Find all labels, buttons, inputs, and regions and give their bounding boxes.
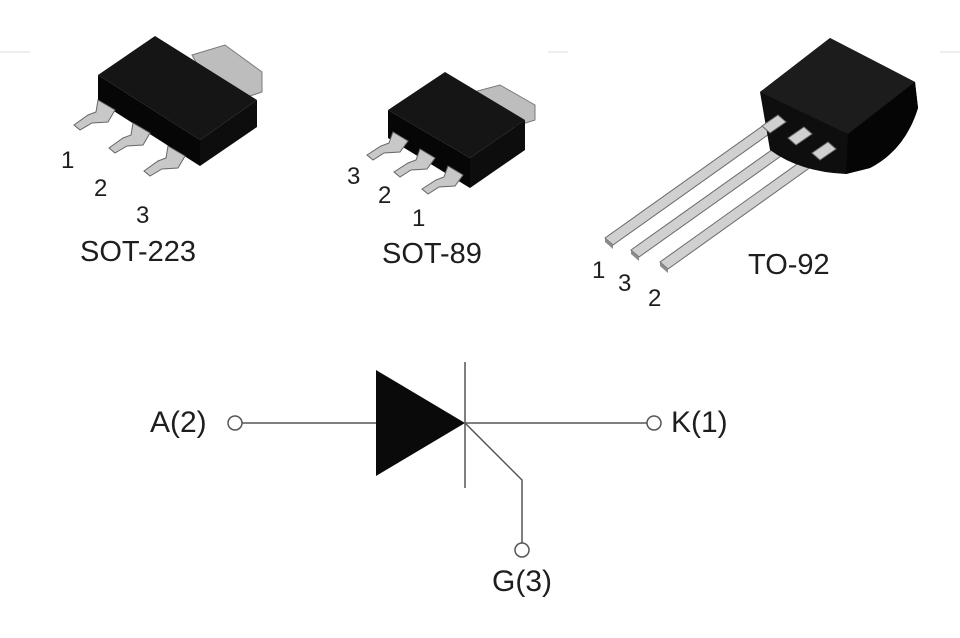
sot89-body-side [470,120,525,188]
sot223-package-name: SOT-223 [80,236,197,268]
scr-symbol [227,362,662,558]
sot223-pin-label-1: 1 [61,147,75,174]
to92-pin-label-2: 2 [648,285,662,312]
sot89-lead-3 [366,131,409,161]
to92-lead-2-top [811,141,837,161]
to92-lead-1-top [761,114,787,134]
sot223-pin-label-2: 2 [94,175,108,202]
gate-label: G(3) [492,565,552,598]
sot223-package [73,36,263,177]
anode-label: A(2) [150,406,207,439]
sot223-lead-2 [108,122,151,154]
to92-lead-2-end [660,262,668,273]
sot223-lead-1 [73,99,116,131]
sot89-lead-2 [393,148,436,178]
to92-lead-3-end [631,250,639,261]
sot223-body-side [200,100,257,166]
gate-terminal [514,542,530,558]
cathode-terminal [646,415,662,431]
sot89-pin-label-2: 2 [378,182,392,209]
to92-lead-1 [604,114,787,246]
sot89-package-name: SOT-89 [382,238,482,270]
cathode-label: K(1) [671,406,728,439]
sot89-package [366,72,536,195]
gate-wire [464,422,523,543]
sot89-pin-label-3: 3 [347,163,361,190]
to92-lead-1-end [605,238,613,249]
sot223-pin-label-3: 3 [136,202,150,229]
sot223-lead-3 [143,145,186,177]
to92-package [604,38,918,273]
sot89-pin-label-1: 1 [412,205,426,232]
diode-triangle [376,370,465,476]
to92-pin-label-1: 1 [592,257,606,284]
to92-body-round [846,82,918,174]
to92-pin-label-3: 3 [618,270,632,297]
sot89-body-top [388,72,525,158]
to92-lead-3-top [787,126,813,146]
to92-package-name: TO-92 [748,249,830,281]
to92-body-top [760,38,915,134]
sot89-lead-1 [421,165,464,195]
sot223-body-front [98,75,200,166]
sot223-body-top [98,36,257,140]
anode-terminal [227,415,243,431]
